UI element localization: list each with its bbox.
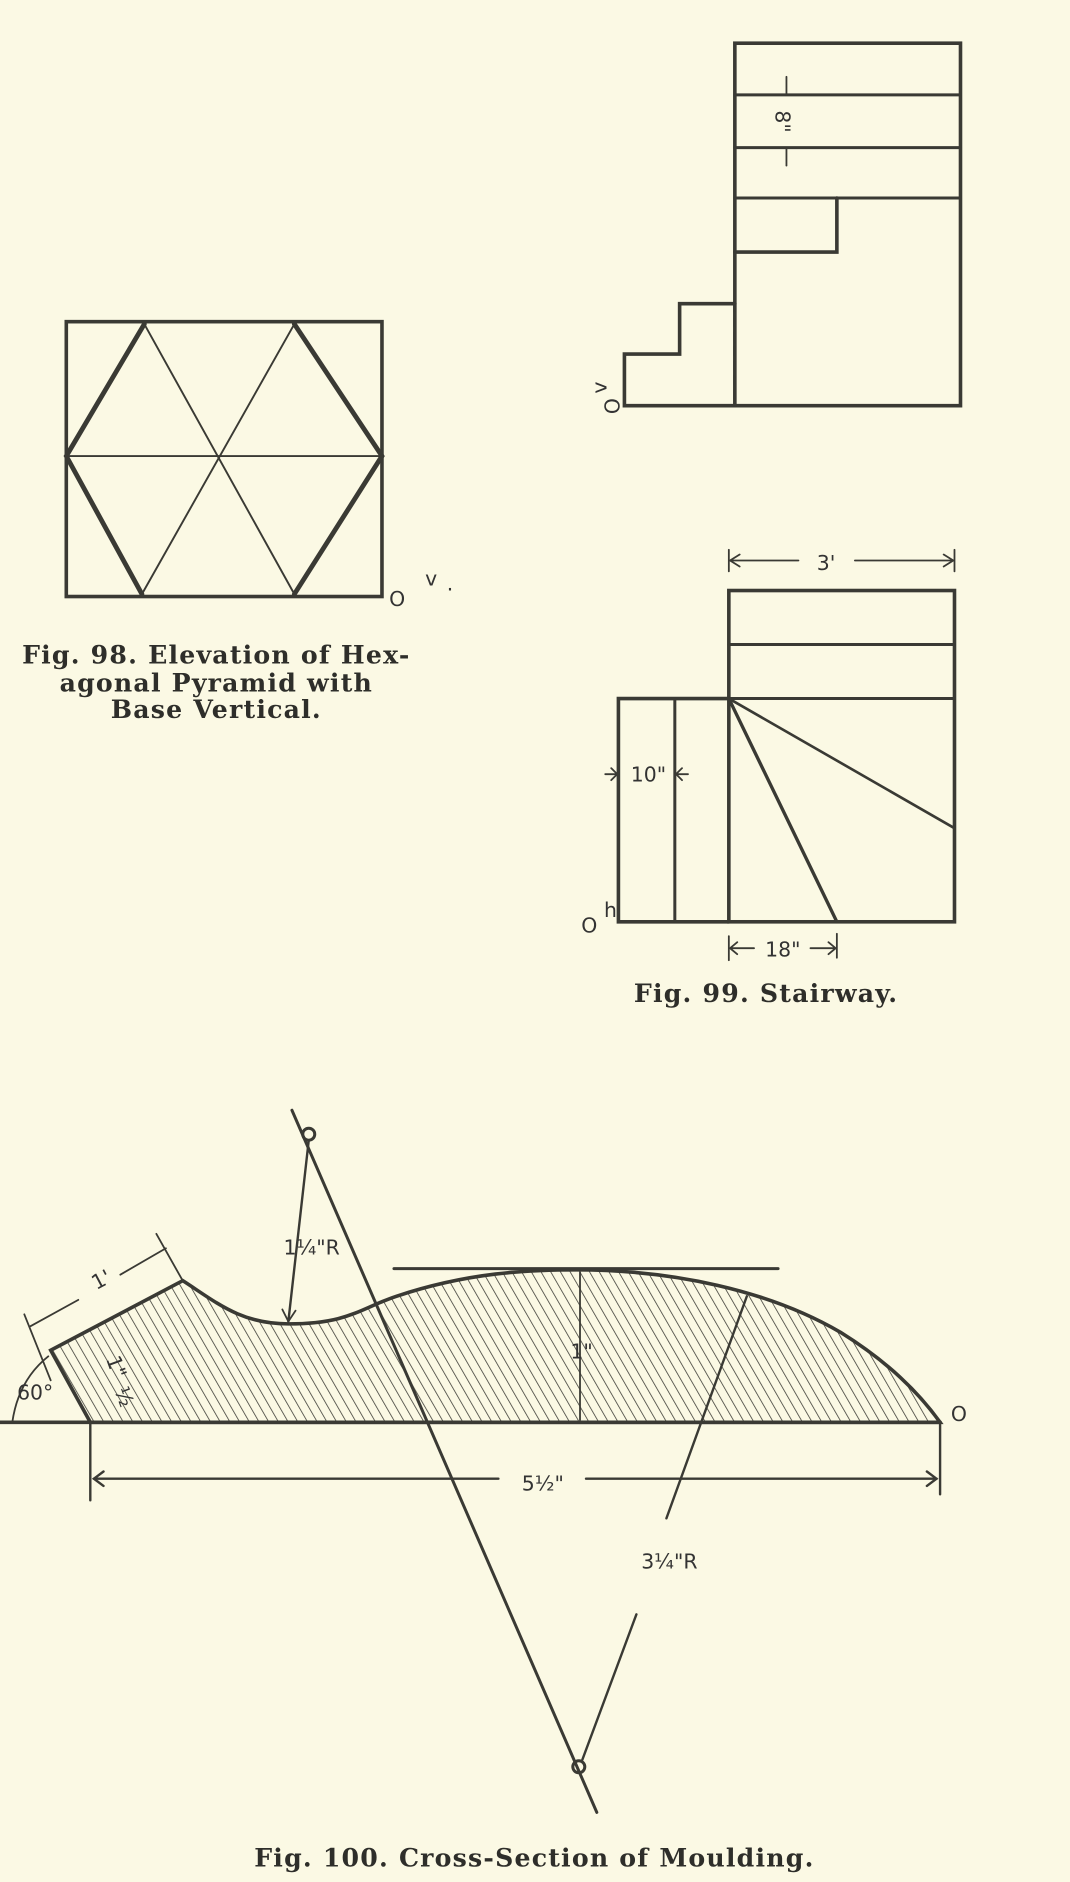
fig99-stairway-upper-view: 8" O v: [587, 41, 963, 414]
fig98-caption-line-2: agonal Pyramid with: [60, 667, 373, 697]
fig99-dim-tread: 18": [765, 938, 800, 962]
fig99-origin-bottom-sup: h: [604, 898, 617, 922]
fig100-dim-angle: 60°: [17, 1380, 53, 1404]
fig100-dim-height: 1": [570, 1340, 592, 1364]
fig98-origin-label: O: [389, 587, 405, 611]
fig98-caption-line-1: Fig. 98. Elevation of Hex-: [22, 640, 410, 670]
fig98-hexagonal-pyramid-elevation: O v . Fig. 98. Elevation of Hex- agonal …: [22, 319, 453, 724]
fig99-dim-riser: 10": [631, 762, 666, 786]
fig98-origin-sup: v: [425, 567, 437, 591]
fig99-origin-top: O: [601, 398, 625, 414]
moulding-profile: [48, 1268, 944, 1425]
fig99-origin-bottom: O: [581, 914, 597, 938]
fig100-caption: Fig. 100. Cross-Section of Moulding.: [254, 1842, 814, 1872]
fig100-dim-large-radius: 3¼"R: [641, 1550, 697, 1574]
svg-text:.: .: [447, 572, 453, 596]
fig99-dim-top-riser: 8": [771, 110, 795, 132]
fig99-dim-width: 3': [817, 551, 836, 575]
fig100-end-label: O: [951, 1402, 967, 1426]
fig100-dim-small-radius: 1¼"R: [284, 1235, 340, 1259]
fig100-moulding-cross-section: 1" 5½" 1' 60° 1" ½ 1¼"R 3¼"R O Fig. 100.…: [0, 1108, 967, 1872]
fig100-dim-length: 5½": [522, 1472, 564, 1496]
fig99-stairway-lower-view: 3' 10" 18" O h Fig. 99. Stairway.: [581, 548, 957, 1008]
fig98-caption-line-3: Base Vertical.: [111, 694, 322, 724]
fig99-caption: Fig. 99. Stairway.: [634, 978, 898, 1008]
fig99-origin-top-sup: v: [587, 382, 611, 394]
fig100-dim-slope: 1': [87, 1265, 115, 1295]
